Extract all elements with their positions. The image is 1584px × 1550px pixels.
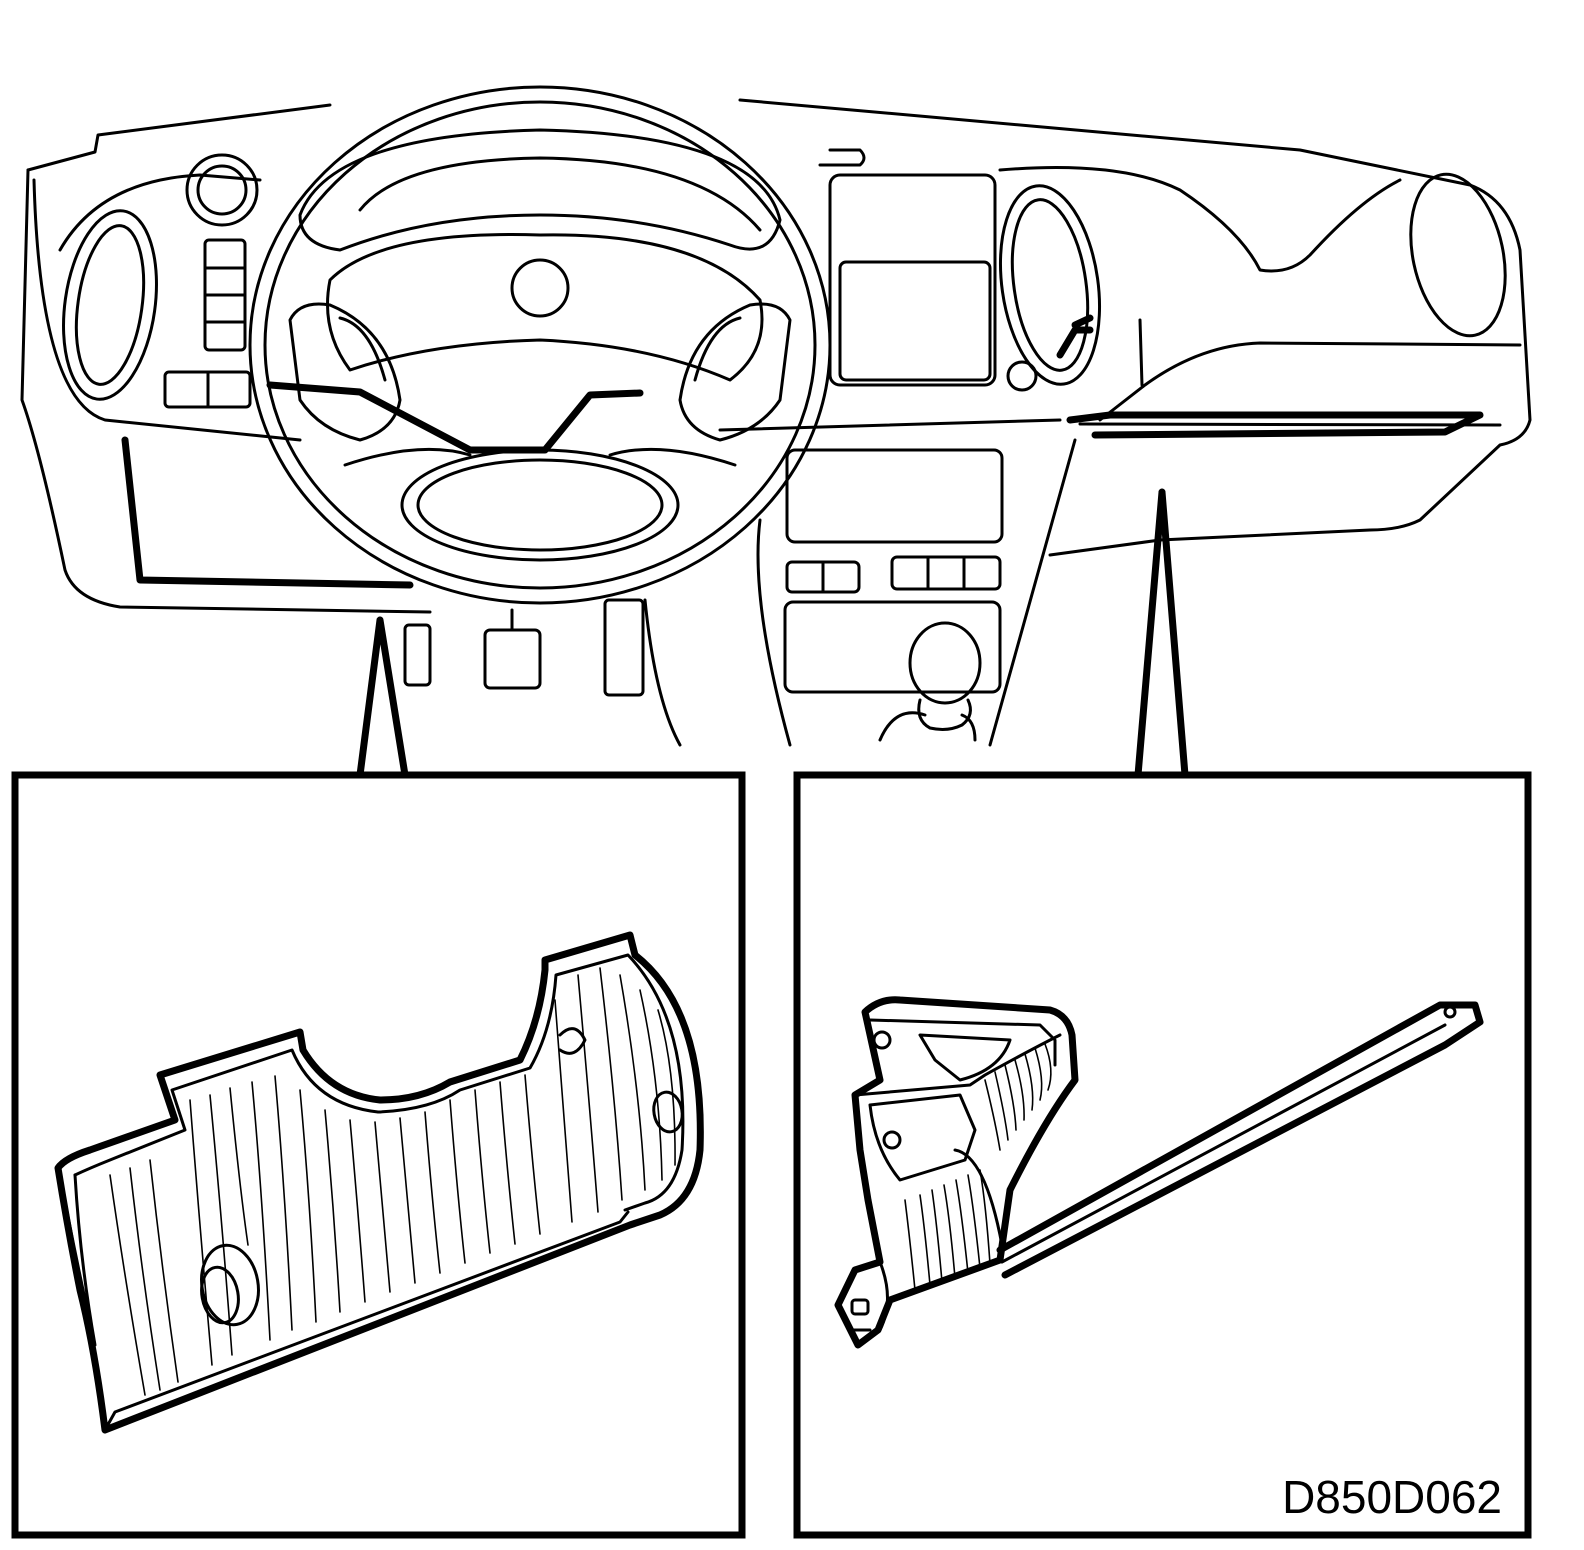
right-detail-panel: [793, 771, 1532, 1539]
dashboard-overview: [20, 85, 1532, 747]
bracket-hatching: [904, 1043, 1052, 1291]
rib-hatching: [109, 967, 676, 1396]
left-detail-panel: [11, 771, 746, 1539]
figure-code: D850D062: [1282, 1471, 1502, 1523]
